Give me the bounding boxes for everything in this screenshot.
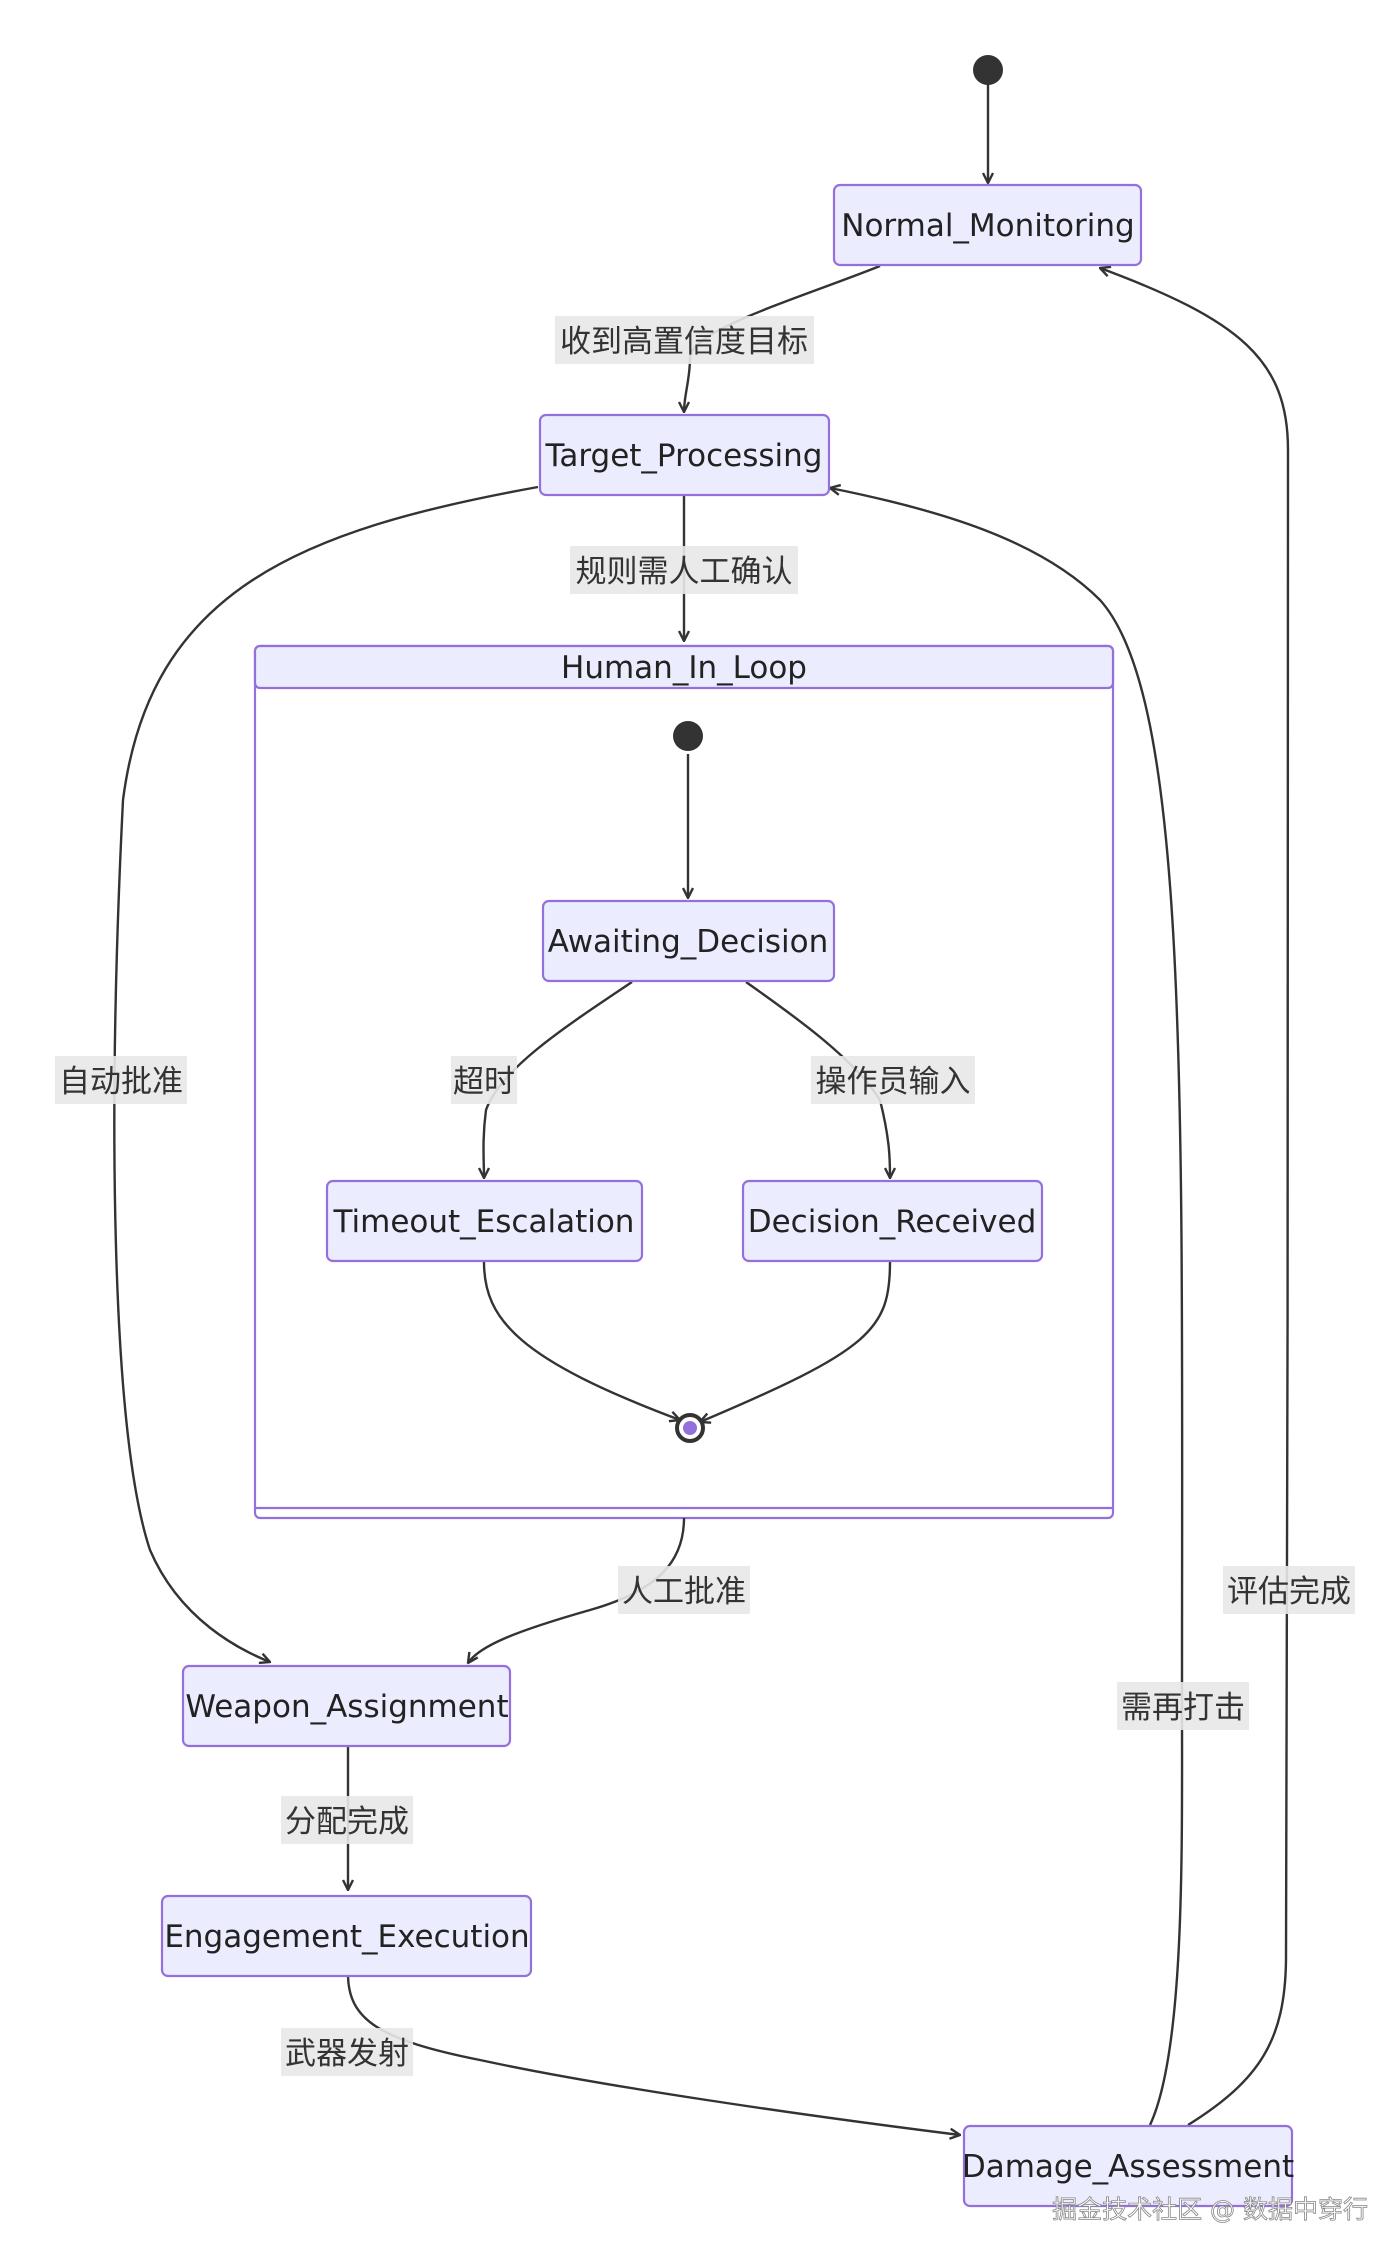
state-timeout-escalation[interactable]: Timeout_Escalation: [325, 1179, 644, 1263]
state-label: Target_Processing: [545, 438, 823, 474]
svg-text:操作员输入: 操作员输入: [816, 1064, 971, 1100]
state-awaiting-decision[interactable]: Awaiting_Decision: [541, 899, 836, 983]
state-label: Weapon_Assignment: [185, 1689, 508, 1725]
svg-text:超时: 超时: [453, 1064, 515, 1100]
edge-damage-to-normal: [1100, 268, 1290, 2127]
label-auto-approve: 自动批准: [55, 1056, 187, 1104]
state-damage-assessment[interactable]: Damage_Assessment: [962, 2124, 1294, 2208]
state-weapon-assignment[interactable]: Weapon_Assignment: [181, 1664, 512, 1748]
svg-text:自动批准: 自动批准: [59, 1064, 183, 1100]
state-target-processing[interactable]: Target_Processing: [538, 413, 831, 497]
svg-text:武器发射: 武器发射: [285, 2036, 409, 2072]
state-decision-received[interactable]: Decision_Received: [741, 1179, 1044, 1263]
label-assignment-complete: 分配完成: [281, 1796, 413, 1844]
state-label: Awaiting_Decision: [548, 924, 828, 960]
svg-text:人工批准: 人工批准: [622, 1574, 746, 1610]
svg-text:规则需人工确认: 规则需人工确认: [576, 554, 793, 590]
edge-hil-to-weapon: [468, 1517, 686, 1663]
label-rule-needs-confirmation: 规则需人工确认: [570, 546, 798, 594]
inner-start-point: [673, 721, 703, 751]
label-weapon-fired: 武器发射: [281, 2028, 413, 2076]
state-label: Timeout_Escalation: [333, 1204, 635, 1240]
label-timeout: 超时: [451, 1056, 517, 1104]
label-operator-input: 操作员输入: [811, 1056, 975, 1104]
svg-text:分配完成: 分配完成: [285, 1804, 409, 1840]
label-human-approve: 人工批准: [618, 1566, 750, 1614]
label-high-confidence-target: 收到高置信度目标: [555, 316, 814, 364]
cluster-title: Human_In_Loop: [561, 650, 807, 686]
watermark: 掘金技术社区 @ 数据中穿行: [1052, 2195, 1368, 2224]
label-reattack-needed: 需再打击: [1117, 1682, 1249, 1730]
state-normal-monitoring[interactable]: Normal_Monitoring: [832, 183, 1143, 267]
edge-timeout-to-end: [482, 1261, 680, 1420]
edge-engagement-to-damage: [346, 1973, 960, 2135]
state-label: Normal_Monitoring: [841, 208, 1134, 244]
edge-damage-to-target: [830, 488, 1184, 2126]
edge-received-to-end: [700, 1261, 892, 1422]
state-label: Engagement_Execution: [164, 1919, 529, 1955]
svg-text:评估完成: 评估完成: [1227, 1574, 1351, 1610]
svg-text:收到高置信度目标: 收到高置信度目标: [560, 324, 808, 360]
label-assessment-complete: 评估完成: [1223, 1566, 1355, 1614]
state-engagement-execution[interactable]: Engagement_Execution: [160, 1894, 533, 1978]
cluster-human-in-loop: Human_In_Loop: [253, 644, 1115, 1520]
edges: [113, 70, 1290, 2135]
end-point: [675, 1413, 705, 1443]
state-label: Damage_Assessment: [962, 2149, 1294, 2185]
start-point: [973, 55, 1003, 85]
svg-text:需再打击: 需再打击: [1121, 1690, 1245, 1726]
state-label: Decision_Received: [748, 1204, 1037, 1240]
